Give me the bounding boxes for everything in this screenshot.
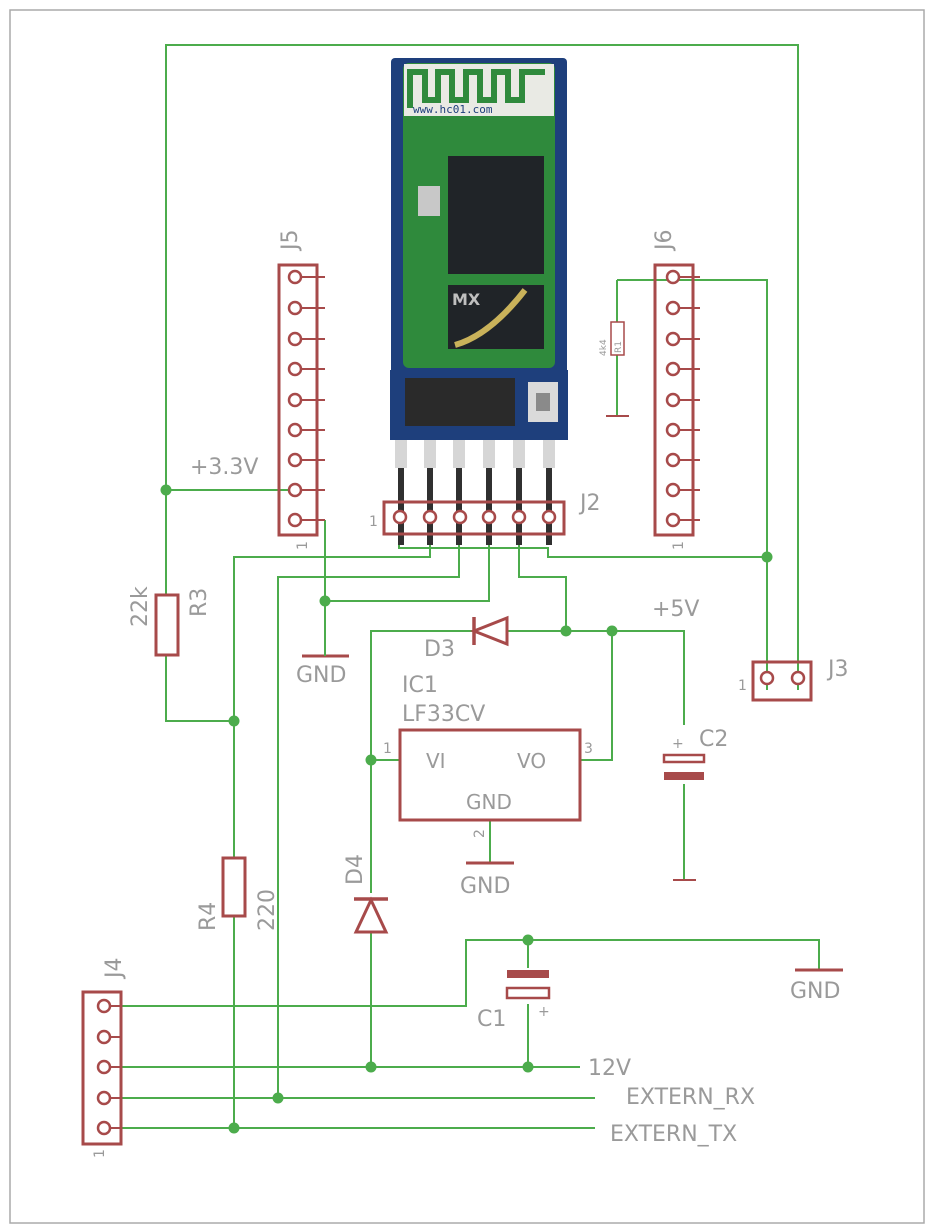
ground-symbol-ic1: GND: [460, 861, 514, 899]
gnd-label-j5: GND: [296, 663, 346, 688]
junction-dot: [160, 484, 172, 496]
r4-label: R4: [196, 902, 221, 931]
gnd-label-c1: GND: [790, 979, 840, 1004]
d3-label: D3: [424, 637, 455, 662]
bluetooth-module-image: www.hc01.com MX: [390, 58, 568, 545]
r1-value: 4k4: [599, 339, 609, 356]
junction-dot: [228, 1122, 240, 1134]
r4-value: 220: [255, 889, 280, 931]
j2-label: J2: [578, 491, 601, 516]
junction-dot: [272, 1092, 284, 1104]
j6-label: J6: [652, 230, 677, 253]
j3-label: J3: [826, 657, 849, 682]
resistor-r3: 22k R3: [128, 586, 212, 657]
j4-pin1-label: 1: [92, 1149, 108, 1158]
resistor-r4: R4 220: [196, 856, 280, 931]
c2-plus-label: +: [672, 736, 684, 752]
junction-dot: [761, 551, 773, 563]
c1-label: C1: [477, 1007, 506, 1032]
v5-label: +5V: [652, 597, 699, 622]
c2-label: C2: [699, 727, 728, 752]
net-label-extern-rx: EXTERN_RX: [626, 1085, 755, 1110]
j3-pin1-label: 1: [738, 678, 747, 694]
junctions: [160, 484, 773, 1134]
sheet-frame: [9, 9, 925, 1224]
v33-label: +3.3V: [190, 455, 258, 480]
ic1-pin3-label: 3: [584, 741, 593, 757]
ic1-value: LF33CV: [402, 702, 485, 727]
module-logo-text: MX: [452, 290, 481, 309]
junction-dot: [522, 934, 534, 946]
ic1-vo-label: VO: [517, 749, 546, 773]
c1-plus-label: +: [538, 1004, 550, 1020]
j5-label: J5: [278, 230, 303, 253]
d4-label: D4: [343, 854, 368, 885]
connector-j3: 1 J3: [738, 657, 849, 702]
ic1-pin2-label: 2: [472, 829, 488, 838]
junction-dot: [365, 1061, 377, 1073]
gnd-label-ic1: GND: [460, 874, 510, 899]
connector-j2: 1 J2: [369, 491, 601, 536]
capacitor-c2: + C2: [662, 727, 728, 881]
diode-d3: D3 +5V: [424, 597, 699, 662]
ic1-vi-label: VI: [426, 749, 446, 773]
connector-j6: J6 1: [652, 230, 700, 550]
j2-pin1-label: 1: [369, 514, 378, 530]
regulator-ic1: IC1 LF33CV VI VO GND 1 3 2: [383, 673, 593, 838]
resistor-r1: R1 4k4: [599, 321, 629, 417]
connector-j5: J5 1 +3.3V: [190, 230, 325, 550]
j4-label: J4: [102, 958, 127, 981]
junction-dot: [560, 625, 572, 637]
junction-dot: [319, 595, 331, 607]
ic1-gnd-label: GND: [466, 790, 512, 814]
ic1-pin1-label: 1: [383, 741, 392, 757]
net-label-extern-tx: EXTERN_TX: [610, 1122, 737, 1147]
ic1-label: IC1: [402, 673, 438, 698]
ground-symbol-j5: GND: [296, 628, 349, 688]
junction-dot: [228, 715, 240, 727]
r3-label: R3: [187, 588, 212, 617]
net-label-12v: 12V: [588, 1056, 631, 1081]
junction-dot: [522, 1061, 534, 1073]
j6-pin1-label: 1: [671, 541, 687, 550]
ground-symbol-c1: GND: [790, 968, 843, 1004]
capacitor-c1: C1 +: [477, 970, 551, 1032]
r3-value: 22k: [128, 586, 153, 627]
r1-label: R1: [614, 341, 624, 353]
connector-j4: J4 1: [81, 958, 127, 1158]
diode-d4: D4: [343, 854, 389, 934]
j5-pin1-label: 1: [295, 541, 311, 550]
module-url-text: www.hc01.com: [413, 103, 493, 116]
junction-dot: [365, 754, 377, 766]
junction-dot: [606, 625, 618, 637]
